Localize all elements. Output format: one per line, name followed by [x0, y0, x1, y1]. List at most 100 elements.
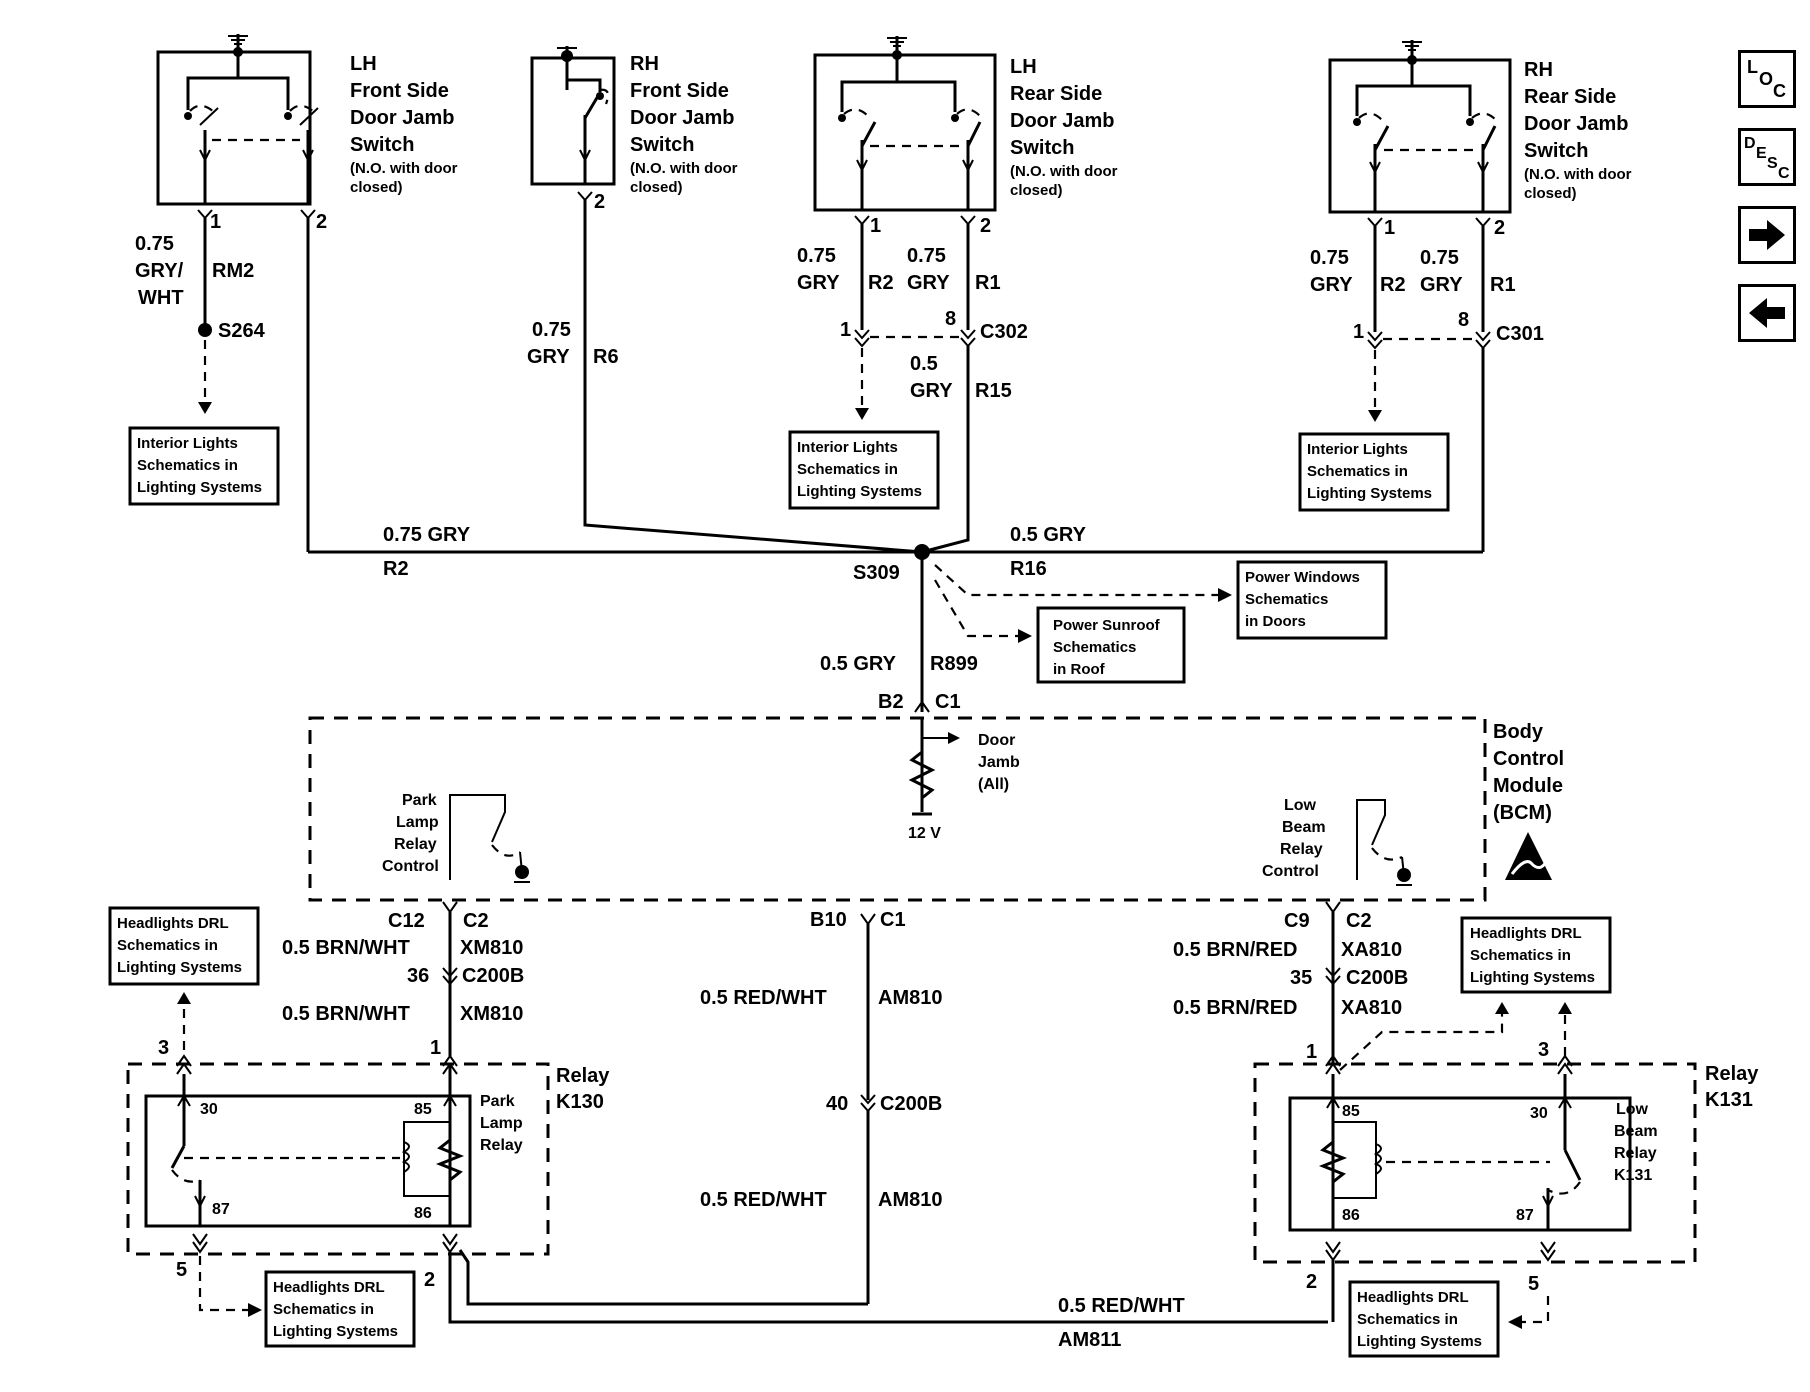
component-note: (N.O. with door	[1010, 163, 1118, 180]
ref-drl-1[interactable]: Headlights DRL Schematics in Lighting Sy…	[108, 906, 260, 986]
ref-drl-4[interactable]: Headlights DRL Schematics in Lighting Sy…	[1348, 1280, 1500, 1358]
reference-text: Lighting Systems	[137, 479, 262, 496]
connector-pin: C9	[1284, 910, 1310, 932]
component-label-line: Switch	[630, 134, 694, 156]
wire-color: GRY	[1420, 274, 1463, 296]
component-label-line: Relay	[556, 1065, 610, 1087]
component-label-line: Rear Side	[1010, 83, 1102, 105]
bcm-label: Low	[1284, 797, 1317, 814]
relay-pin: 30	[200, 1101, 218, 1118]
desc-button[interactable]: D E S C	[1738, 128, 1796, 186]
wire-circuit: R2	[1380, 274, 1406, 296]
component-note: (N.O. with door	[1524, 166, 1632, 183]
ref-interior-lights-2[interactable]: Interior Lights Schematics in Lighting S…	[788, 430, 940, 510]
ref-power-windows[interactable]: Power Windows Schematics in Doors	[1236, 560, 1388, 640]
component-label-line: RH	[630, 53, 659, 75]
bcm-label: Lamp	[396, 814, 439, 831]
reference-text: Headlights DRL	[1470, 925, 1582, 942]
connector-pin: 35	[1290, 967, 1312, 989]
reference-text: Lighting Systems	[273, 1323, 398, 1340]
reference-text: Schematics	[1053, 639, 1136, 656]
reference-text: Interior Lights	[1307, 441, 1408, 458]
relay-pin: 85	[414, 1101, 432, 1118]
wire-circuit: R2	[868, 272, 894, 294]
pin-label: 2	[1306, 1271, 1317, 1293]
component-label-line: LH	[350, 53, 377, 75]
pin-label: 5	[176, 1259, 187, 1281]
esd-warning-icon	[1505, 832, 1552, 880]
wire-size: 0.75	[797, 245, 836, 267]
wire-label: 0.5 BRN/RED	[1173, 939, 1297, 961]
ref-power-sunroof[interactable]: Power Sunroof Schematics in Roof	[1036, 606, 1186, 684]
body-control-module: Body Control Module (BCM) Door Jamb (All…	[308, 716, 1564, 902]
wire-circuit: XM810	[460, 937, 523, 959]
bcm-label: Park	[402, 792, 437, 809]
component-label-line: Control	[1493, 748, 1564, 770]
wire-circuit: R16	[1010, 558, 1047, 580]
pin-label: 1	[1306, 1041, 1317, 1063]
relay-inner-label: Relay	[1614, 1145, 1657, 1162]
pin-label: 2	[424, 1269, 435, 1291]
ref-drl-2[interactable]: Headlights DRL Schematics in Lighting Sy…	[264, 1270, 416, 1348]
wire-color: GRY	[527, 346, 570, 368]
wire-circuit: RM2	[212, 260, 254, 282]
pin-label: 1	[430, 1037, 441, 1059]
wire-label: 0.5 RED/WHT	[1058, 1295, 1185, 1317]
wire-size: 0.75	[532, 319, 571, 341]
bcm-label: 12 V	[908, 825, 941, 842]
connector-label: C1	[880, 909, 906, 931]
bcm-label: Beam	[1282, 819, 1326, 836]
desc-letter: C	[1778, 165, 1790, 182]
component-label-line: K130	[556, 1091, 604, 1113]
prev-button[interactable]	[1738, 284, 1796, 342]
reference-text: Lighting Systems	[1307, 485, 1432, 502]
relay-k130: Relay K130 30 87 85 86 Park Lamp Relay	[126, 1062, 610, 1256]
ref-drl-3[interactable]: Headlights DRL Schematics in Lighting Sy…	[1460, 916, 1612, 994]
ref-interior-lights-3[interactable]: Interior Lights Schematics in Lighting S…	[1298, 432, 1450, 512]
desc-letter: E	[1756, 145, 1767, 162]
loc-button[interactable]: L O C	[1738, 50, 1796, 108]
connector-pin: B2	[878, 691, 904, 713]
wire-circuit: R6	[593, 346, 619, 368]
wire-circuit: R1	[1490, 274, 1516, 296]
pin-label: 2	[316, 211, 327, 233]
component-note: (N.O. with door	[350, 160, 458, 177]
wire-color: GRY	[797, 272, 840, 294]
component-label-line: K131	[1705, 1089, 1753, 1111]
relay-pin: 86	[1342, 1207, 1360, 1224]
wire-circuit: XM810	[460, 1003, 523, 1025]
connector-label: C200B	[1346, 967, 1408, 989]
component-label-line: Rear Side	[1524, 86, 1616, 108]
rh-front-door-jamb-switch: RH Front Side Door Jamb Switch (N.O. wit…	[530, 46, 738, 196]
component-note: closed)	[1524, 185, 1577, 202]
relay-inner-label: Park	[480, 1093, 515, 1110]
connector-pin: C12	[388, 910, 425, 932]
reference-text: Headlights DRL	[117, 915, 229, 932]
reference-text: Lighting Systems	[117, 959, 242, 976]
reference-text: Headlights DRL	[273, 1279, 385, 1296]
wire-size: 0.75	[1420, 247, 1459, 269]
wire-circuit: XA810	[1341, 997, 1402, 1019]
connector-label: C200B	[462, 965, 524, 987]
reference-text: Lighting Systems	[1357, 1333, 1482, 1350]
wire-color: GRY	[907, 272, 950, 294]
wire-circuit: R2	[383, 558, 409, 580]
wire-color: WHT	[138, 287, 184, 309]
wire-color: GRY/	[135, 260, 184, 282]
wire-color: GRY	[1310, 274, 1353, 296]
pin-label: 1	[1384, 217, 1395, 239]
ref-interior-lights-1[interactable]: Interior Lights Schematics in Lighting S…	[128, 426, 280, 506]
loc-icon: L O C	[1747, 57, 1786, 101]
pin-label: 8	[945, 308, 956, 330]
wire-size: 0.75	[1310, 247, 1349, 269]
lh-rear-door-jamb-switch: LH Rear Side Door Jamb Switch (N.O. with…	[813, 36, 1118, 212]
wire-size: 0.75	[135, 233, 174, 255]
relay-pin: 87	[212, 1201, 230, 1218]
relay-pin: 86	[414, 1205, 432, 1222]
component-note: (N.O. with door	[630, 160, 738, 177]
reference-text: Headlights DRL	[1357, 1289, 1469, 1306]
reference-text: Interior Lights	[137, 435, 238, 452]
wire-color: GRY	[910, 380, 953, 402]
next-button[interactable]	[1738, 206, 1796, 264]
